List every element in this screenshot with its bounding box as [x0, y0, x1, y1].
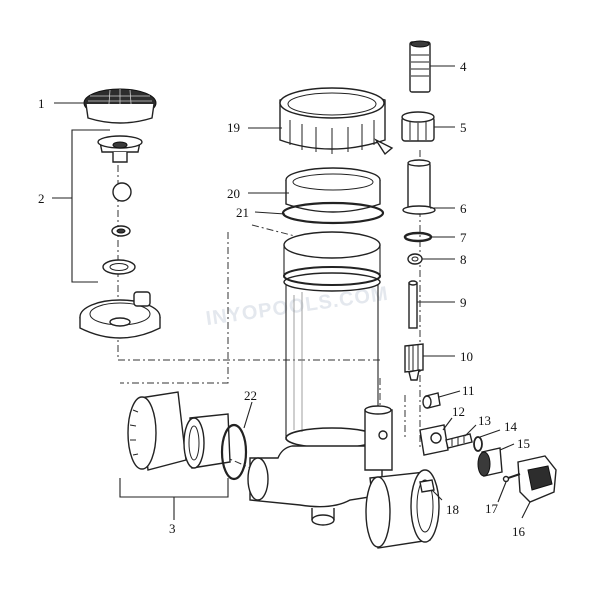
callout-6: 6 [460, 201, 467, 216]
part-3-union [127, 391, 231, 471]
part-15-cap [477, 447, 503, 477]
part-7-o-ring [403, 231, 433, 243]
callout-13: 13 [478, 413, 491, 428]
callout-2: 2 [38, 191, 45, 206]
callout-10: 10 [460, 349, 473, 364]
callout-labels: 1 2 3 4 5 6 7 8 9 10 11 12 13 14 15 16 1… [38, 59, 530, 539]
part-1-grate [83, 88, 157, 124]
callout-18: 18 [446, 502, 459, 517]
callout-7: 7 [460, 230, 467, 245]
part-10-valve-knob [404, 343, 424, 381]
callout-5: 5 [460, 120, 467, 135]
callout-17: 17 [485, 501, 499, 516]
callout-20: 20 [227, 186, 240, 201]
part-19-lock-ring [279, 87, 394, 156]
feeder-base [247, 405, 393, 526]
part-8-washer [407, 253, 423, 265]
part-6-tube [402, 159, 436, 215]
part-4-fitting [409, 40, 431, 93]
callout-14: 14 [504, 419, 518, 434]
part-5-nut [401, 111, 435, 142]
callout-4: 4 [460, 59, 467, 74]
part-9-stem [408, 280, 418, 329]
callout-19: 19 [227, 120, 240, 135]
part-21-o-ring [281, 201, 385, 225]
part-17-screw [502, 473, 521, 483]
part-18-plug [419, 479, 435, 493]
part-13-tube [445, 433, 473, 449]
callout-15: 15 [517, 436, 530, 451]
leader-lines [52, 65, 531, 520]
part-11-plug [422, 392, 441, 409]
part-22-o-ring [220, 423, 248, 481]
right-union [365, 469, 440, 549]
callout-11: 11 [462, 383, 475, 398]
callout-12: 12 [452, 404, 465, 419]
watermark-text: INYOPOOLS.COM [205, 283, 390, 330]
part-2-lid-assembly [79, 135, 161, 339]
callout-3: 3 [169, 521, 176, 536]
part-12-fitting [419, 424, 449, 456]
part-14-o-ring [473, 436, 483, 452]
part-16-knob [517, 455, 557, 503]
callout-21: 21 [236, 205, 249, 220]
callout-22: 22 [244, 388, 257, 403]
callout-8: 8 [460, 252, 467, 267]
callout-9: 9 [460, 295, 467, 310]
callout-16: 16 [512, 524, 526, 539]
callout-1: 1 [38, 96, 45, 111]
